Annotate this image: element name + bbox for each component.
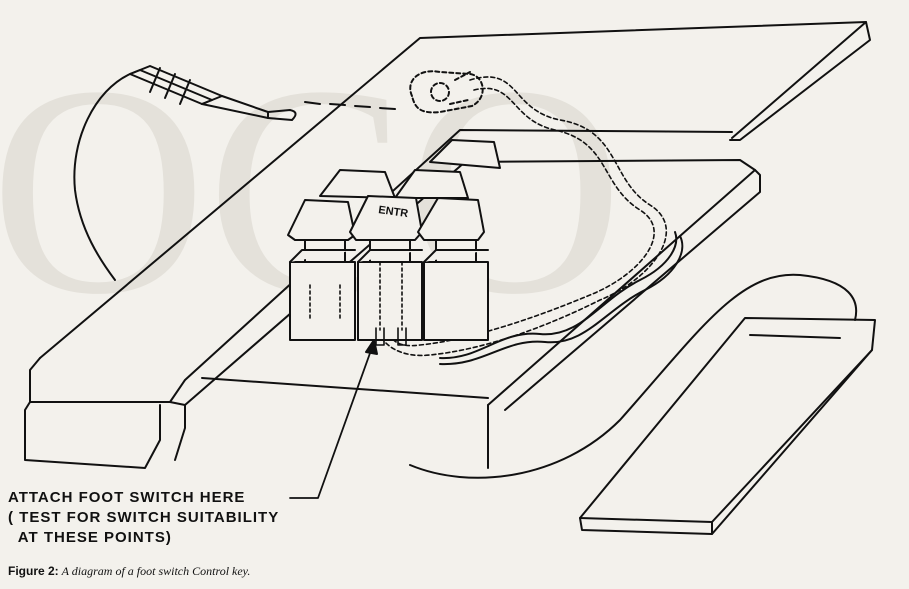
internal-wires [379,76,668,357]
caption-text: A diagram of a foot switch Control key. [61,564,251,578]
callout-line-1: ATTACH FOOT SWITCH HERE [8,489,246,506]
callout-line-3: AT THESE POINTS) [8,529,172,546]
twisted-cable [439,231,678,360]
callout-leader [289,341,375,499]
contact-legs [375,327,407,346]
jack-socket [409,70,484,114]
phone-plug [73,65,396,281]
pedal-cable [409,273,858,479]
callout-line-2: ( TEST FOR SWITCH SUITABILITY [8,509,280,526]
switch-bodies [289,249,489,341]
attach-callout: ATTACH FOOT SWITCH HERE ( TEST FOR SWITC… [8,488,279,548]
keycap-label: ENTR [378,204,409,220]
foot-pedal [579,317,876,535]
rear-keycaps [319,139,501,199]
contact-pins [309,261,403,331]
keyboard-chassis [24,21,871,469]
caption-label: Figure 2: [8,564,59,578]
figure-caption: Figure 2: A diagram of a foot switch Con… [8,564,250,579]
callout-arrowhead [365,339,378,355]
front-keycaps [287,195,485,263]
